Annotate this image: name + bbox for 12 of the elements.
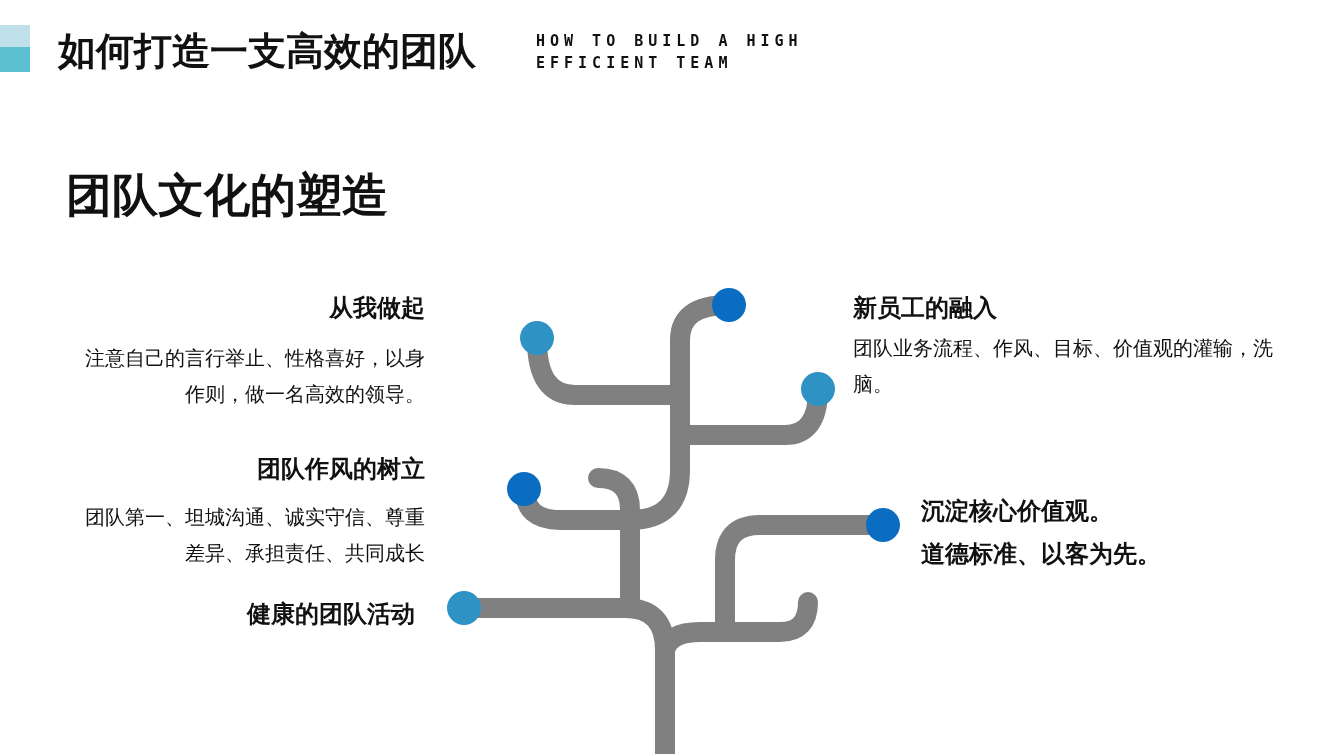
item-heading: 健康的团队活动 bbox=[247, 599, 415, 630]
item-heading: 新员工的融入 bbox=[853, 293, 997, 324]
item-heading: 道德标准、以客为先。 bbox=[921, 539, 1161, 570]
item-description: 团队第一、坦城沟通、诚实守信、尊重差异、承担责任、共同成长 bbox=[84, 504, 425, 567]
section-heading: 团队文化的塑造 bbox=[66, 167, 388, 224]
subtitle-text: HOW TO BUILD A HIGH EFFICIENT TEAM bbox=[536, 31, 804, 74]
item-heading: 沉淀核心价值观。 bbox=[921, 496, 1113, 527]
item-heading: 从我做起 bbox=[329, 293, 425, 324]
item-description: 注意自己的言行举止、性格喜好，以身作则，做一名高效的领导。 bbox=[84, 345, 425, 408]
slide-title: 如何打造一支高效的团队 bbox=[58, 28, 476, 75]
item-heading: 团队作风的树立 bbox=[257, 454, 425, 485]
item-description: 团队业务流程、作风、目标、价值观的灌输，洗脑。 bbox=[853, 335, 1273, 398]
